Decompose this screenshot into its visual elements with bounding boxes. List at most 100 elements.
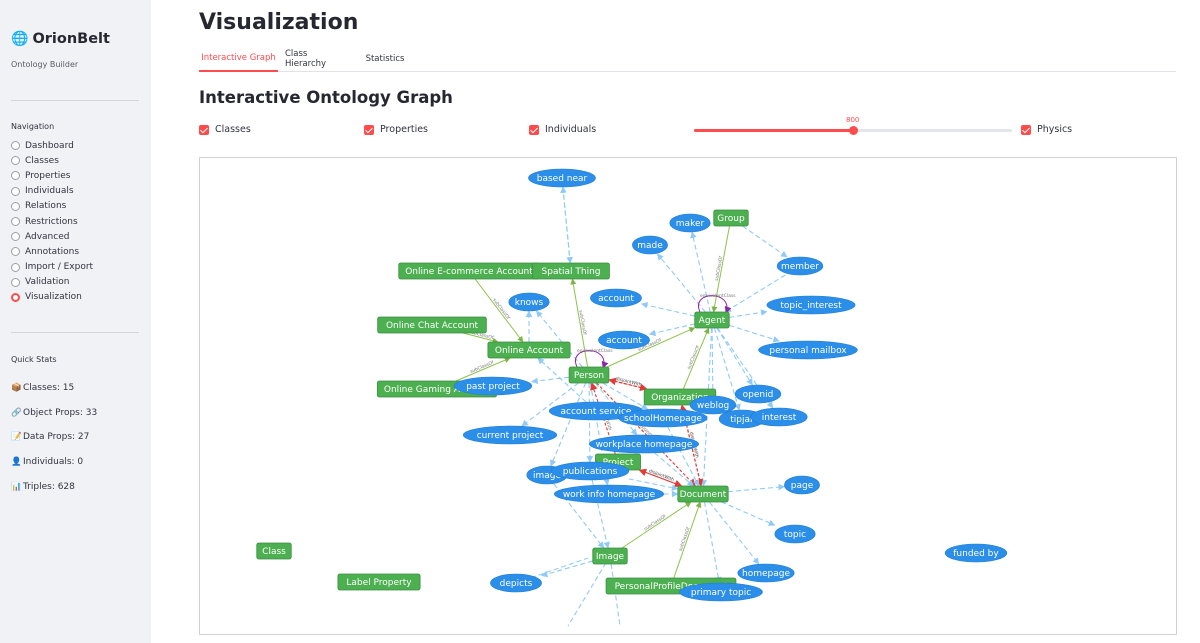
property-node-ellipse bbox=[632, 235, 668, 255]
quick-stat-text: Classes: 15 bbox=[23, 383, 75, 394]
node-label: topic_interest bbox=[780, 301, 842, 311]
property-node-account2[interactable]: account bbox=[598, 330, 650, 350]
checkbox-label: Physics bbox=[1037, 124, 1073, 135]
class-node-label-property[interactable]: Label Property bbox=[337, 573, 421, 591]
tab-class-hierarchy[interactable]: Class Hierarchy bbox=[285, 49, 327, 69]
graph-edge-offscreen bbox=[567, 555, 611, 627]
nav-item-validation[interactable]: Validation bbox=[11, 275, 93, 290]
property-node-workplace-homepage[interactable]: workplace homepage bbox=[588, 434, 699, 454]
property-node-ellipse bbox=[750, 407, 808, 427]
property-node-knows[interactable]: knows bbox=[508, 292, 550, 312]
class-node-person[interactable]: Person bbox=[568, 366, 610, 384]
nav-item-annotations[interactable]: Annotations bbox=[11, 244, 93, 259]
nav-item-restrictions[interactable]: Restrictions bbox=[11, 214, 93, 229]
nav-item-dashboard[interactable]: Dashboard bbox=[11, 138, 93, 153]
class-node-image-class[interactable]: Image bbox=[592, 547, 628, 565]
property-node-school-homepage[interactable]: schoolHomepage bbox=[618, 408, 708, 428]
radio-icon bbox=[11, 141, 20, 151]
nav-item-label: Validation bbox=[25, 277, 70, 288]
property-node-ellipse bbox=[590, 288, 642, 308]
physics-checkbox[interactable]: Physics bbox=[1021, 124, 1072, 135]
graph-edge-domain bbox=[742, 225, 788, 258]
graph-edge-disjoint bbox=[596, 382, 696, 487]
node-label: Group bbox=[717, 214, 745, 224]
class-node-group[interactable]: Group bbox=[713, 209, 749, 227]
property-node-ellipse bbox=[550, 461, 630, 481]
property-node-based-near[interactable]: based near bbox=[528, 168, 596, 188]
node-label: Online E-commerce Account bbox=[405, 267, 533, 277]
property-node-maker[interactable]: maker bbox=[669, 213, 711, 233]
nav-item-advanced[interactable]: Advanced bbox=[11, 229, 93, 244]
slider-value: 800 bbox=[846, 116, 860, 124]
nav-item-individuals[interactable]: Individuals bbox=[11, 184, 93, 199]
nav-item-relations[interactable]: Relations bbox=[11, 199, 93, 214]
node-label: Online Gaming Account bbox=[384, 385, 491, 395]
property-node-homepage[interactable]: homepage bbox=[737, 563, 795, 583]
quick-stat-text: Data Props: 27 bbox=[23, 432, 90, 443]
node-label: maker bbox=[676, 219, 705, 229]
property-node-member[interactable]: member bbox=[776, 256, 824, 276]
properties-checkbox[interactable]: Properties bbox=[364, 124, 428, 135]
graph-edge-domain bbox=[640, 301, 695, 317]
graph-edge-subclass bbox=[606, 327, 696, 368]
property-node-account1[interactable]: account bbox=[590, 288, 642, 308]
nav-item-classes[interactable]: Classes bbox=[11, 153, 93, 168]
radio-icon bbox=[11, 232, 20, 242]
property-node-work-info-homepage[interactable]: work info homepage bbox=[553, 484, 664, 504]
nav-item-visualization[interactable]: Visualization bbox=[11, 290, 93, 305]
property-node-depicts[interactable]: depicts bbox=[490, 573, 542, 593]
node-label: made bbox=[637, 241, 663, 251]
radio-selected-icon bbox=[11, 292, 20, 302]
node-label: Organization bbox=[651, 393, 709, 403]
tab-interactive-graph[interactable]: Interactive Graph bbox=[199, 46, 278, 72]
checkbox-checked-icon bbox=[1021, 124, 1031, 135]
class-node-document[interactable]: Document bbox=[677, 485, 729, 503]
class-node-ecommerce[interactable]: Online E-commerce Account bbox=[398, 262, 540, 280]
property-node-personal-mailbox[interactable]: personal mailbox bbox=[758, 340, 858, 360]
property-node-page[interactable]: page bbox=[784, 475, 820, 495]
class-node-online-account[interactable]: Online Account bbox=[487, 341, 571, 359]
node-label: schoolHomepage bbox=[624, 414, 702, 424]
property-node-weblog[interactable]: weblog bbox=[689, 395, 737, 415]
radio-icon bbox=[11, 186, 20, 196]
node-label: homepage bbox=[742, 569, 790, 579]
quick-stat-item: 👤Individuals: 0 bbox=[11, 450, 97, 475]
graph-size-slider[interactable]: 800 bbox=[694, 114, 1012, 136]
property-node-topic[interactable]: topic bbox=[774, 524, 816, 544]
graph-edge-domain bbox=[703, 501, 722, 584]
node-label: tipjar bbox=[730, 415, 754, 425]
property-node-interest[interactable]: interest bbox=[750, 407, 808, 427]
property-node-topic-interest[interactable]: topic_interest bbox=[766, 295, 856, 315]
tab-statistics[interactable]: Statistics bbox=[365, 54, 405, 64]
slider-handle[interactable] bbox=[848, 126, 858, 135]
nav-item-properties[interactable]: Properties bbox=[11, 168, 93, 183]
node-label: personal mailbox bbox=[769, 346, 847, 356]
graph-edge-range bbox=[628, 478, 679, 491]
property-node-publications[interactable]: publications bbox=[550, 461, 630, 481]
node-label: Image bbox=[596, 552, 625, 562]
nav-item-import-export[interactable]: Import / Export bbox=[11, 260, 93, 275]
property-node-primary-topic[interactable]: primary topic bbox=[679, 582, 763, 602]
property-node-openid[interactable]: openid bbox=[734, 384, 782, 404]
radio-icon bbox=[11, 262, 20, 272]
class-node-class-node[interactable]: Class bbox=[256, 542, 292, 560]
class-node-box bbox=[337, 573, 421, 591]
property-node-current-project[interactable]: current project bbox=[462, 425, 558, 445]
class-node-box bbox=[532, 262, 610, 280]
property-node-funded-by[interactable]: funded by bbox=[944, 543, 1008, 563]
graph-edge-equivalent bbox=[698, 295, 732, 314]
nav-item-label: Import / Export bbox=[25, 262, 94, 273]
class-node-spatial[interactable]: Spatial Thing bbox=[532, 262, 610, 280]
property-node-past-project[interactable]: past project bbox=[453, 376, 533, 396]
class-node-agent[interactable]: Agent bbox=[694, 311, 730, 329]
graph-edge-domain bbox=[648, 323, 695, 337]
node-label: Online Account bbox=[495, 346, 564, 356]
classes-checkbox[interactable]: Classes bbox=[199, 124, 251, 135]
graph-edge-range bbox=[537, 357, 587, 403]
property-node-made[interactable]: made bbox=[632, 235, 668, 255]
class-node-chat[interactable]: Online Chat Account bbox=[377, 316, 487, 334]
individuals-checkbox[interactable]: Individuals bbox=[529, 124, 596, 135]
